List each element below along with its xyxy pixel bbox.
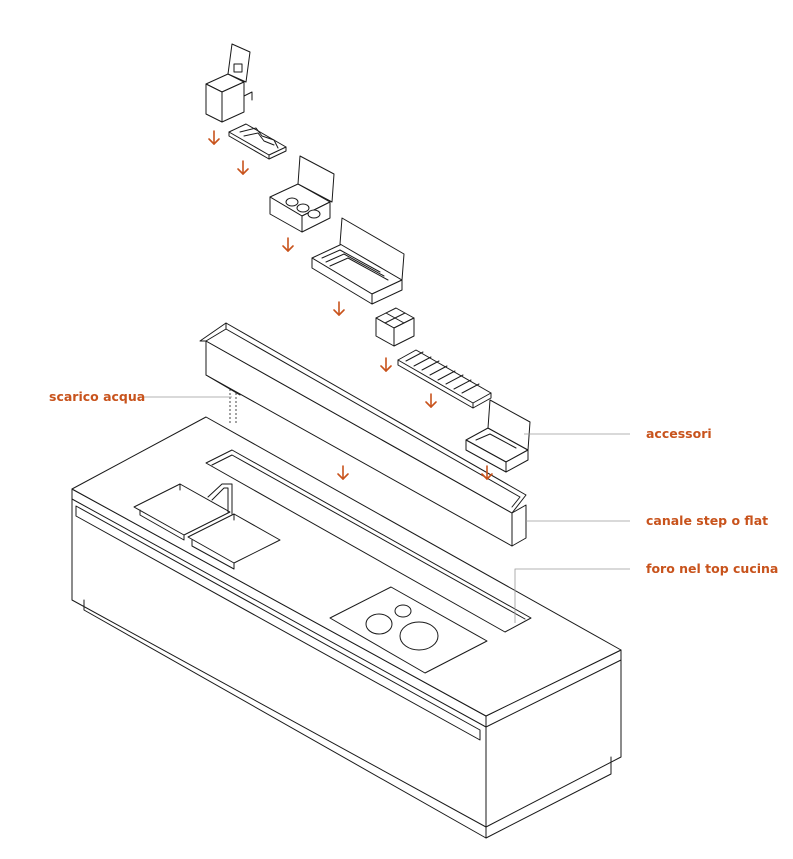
channel-canale bbox=[199, 322, 527, 547]
accessory-grate bbox=[397, 349, 492, 409]
arrow-down-icon bbox=[208, 130, 220, 145]
arrow-down-icon bbox=[380, 357, 392, 372]
double-sink bbox=[133, 483, 281, 570]
arrow-down-icon bbox=[333, 301, 345, 316]
accessory-knife-block bbox=[311, 217, 405, 305]
burner-large bbox=[399, 621, 439, 651]
leader-lines bbox=[143, 396, 630, 623]
burner-small bbox=[365, 613, 393, 635]
arrow-down-icon bbox=[481, 465, 493, 480]
label-canale-step-o-flat: canale step o flat bbox=[646, 513, 769, 528]
label-scarico-acqua: scarico acqua bbox=[49, 389, 146, 404]
faucet bbox=[207, 483, 233, 515]
water-drain-pipe bbox=[229, 389, 237, 423]
sink-right bbox=[187, 513, 281, 564]
accessory-box-2 bbox=[465, 399, 531, 473]
sink-left bbox=[133, 483, 231, 536]
accessory-box-1 bbox=[205, 43, 253, 123]
front-handle-groove bbox=[75, 505, 481, 741]
label-foro-nel-top-cucina: foro nel top cucina bbox=[646, 561, 779, 576]
burner-tiny bbox=[394, 604, 412, 618]
channel-end bbox=[511, 504, 527, 547]
assembly-arrows bbox=[208, 130, 493, 480]
island-top-edge bbox=[71, 498, 622, 728]
accessory-cup-holder bbox=[269, 155, 335, 233]
arrow-down-icon bbox=[237, 160, 249, 175]
label-accessori: accessori bbox=[646, 426, 712, 441]
accessory-grid-bin bbox=[375, 307, 415, 347]
channel-top-rim bbox=[199, 322, 527, 514]
top-channel-cutout bbox=[205, 449, 532, 633]
arrow-down-icon bbox=[337, 465, 349, 480]
accessory-dish-rack bbox=[228, 123, 287, 160]
arrow-down-icon bbox=[425, 393, 437, 408]
cooktop bbox=[329, 586, 488, 674]
leader-foro bbox=[514, 568, 630, 623]
arrow-down-icon bbox=[282, 237, 294, 252]
kitchen-island bbox=[71, 389, 622, 839]
